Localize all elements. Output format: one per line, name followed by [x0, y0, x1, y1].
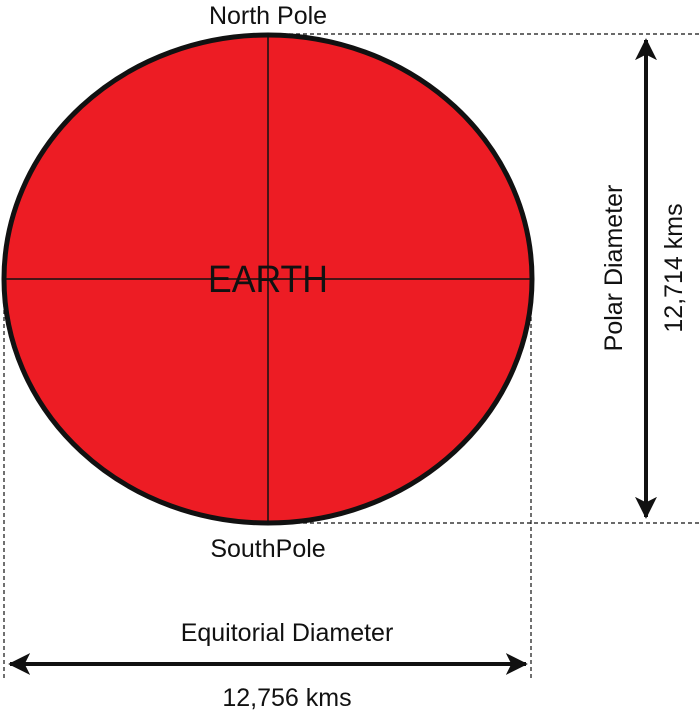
- polar-diameter-label: Polar Diameter: [600, 185, 628, 352]
- south-pole-label: SouthPole: [210, 535, 325, 563]
- north-pole-label: North Pole: [209, 2, 327, 30]
- earth-label: EARTH: [208, 259, 328, 301]
- equatorial-diameter-value: 12,756 kms: [222, 684, 351, 712]
- equatorial-diameter-label: Equitorial Diameter: [181, 619, 394, 647]
- polar-diameter-value: 12,714 kms: [660, 203, 688, 332]
